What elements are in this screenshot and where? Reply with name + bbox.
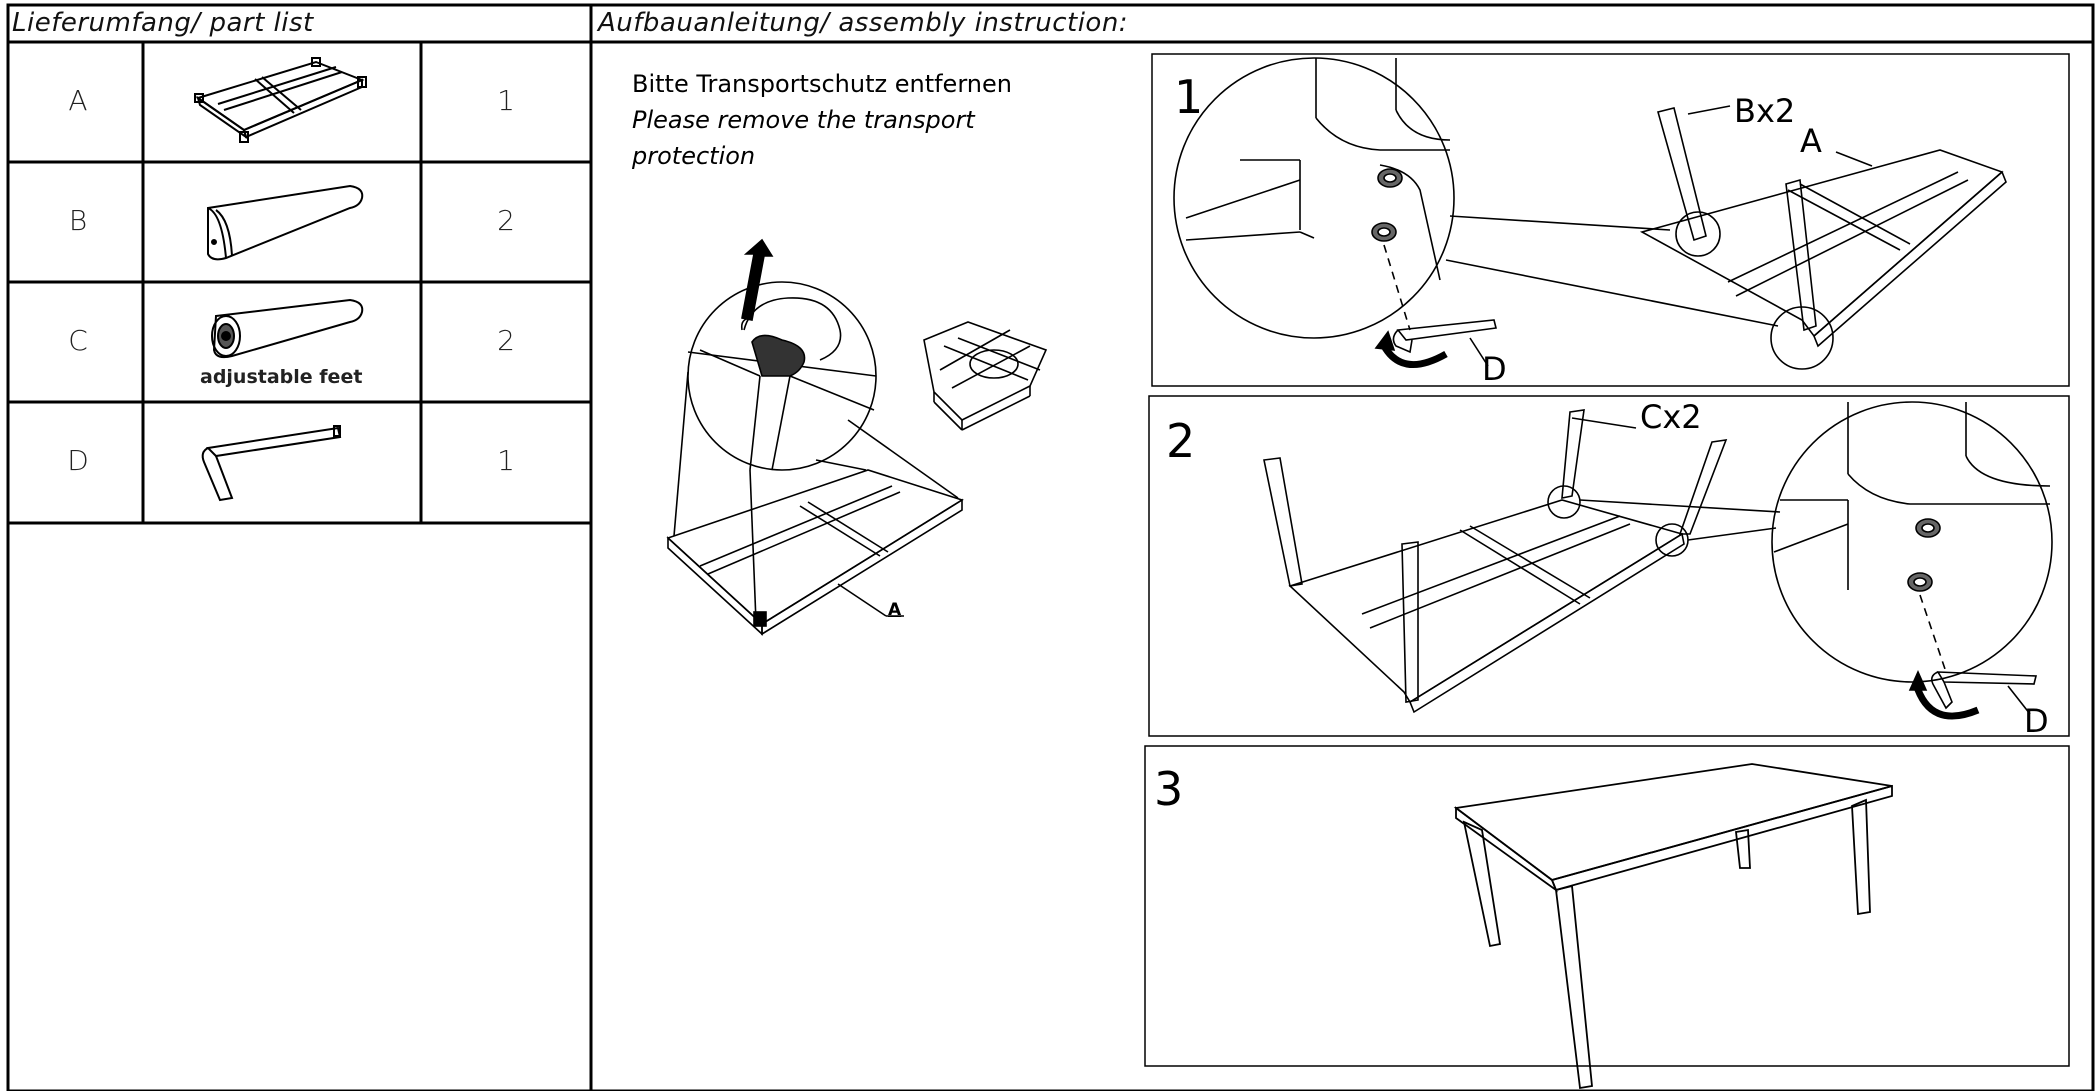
part-c-qty: 2 — [497, 324, 515, 357]
part-c-letter: C — [68, 324, 88, 357]
step-3-number: 3 — [1154, 762, 1184, 816]
step-1-number: 1 — [1174, 70, 1204, 124]
allen-key-icon — [201, 425, 342, 502]
step-1-drawing — [1173, 57, 2007, 370]
frame-icon — [194, 57, 367, 143]
step-1-callout-a: A — [1800, 122, 1822, 160]
outer-border — [6, 3, 2095, 1091]
adjustable-leg-icon — [211, 298, 364, 359]
step-1-callout-d: D — [1482, 350, 1507, 388]
part-b-qty: 2 — [497, 204, 515, 237]
frame-callout: A — [888, 600, 902, 620]
part-a-qty: 1 — [497, 84, 515, 117]
part-b-letter: B — [68, 204, 88, 237]
part-d-qty: 1 — [497, 444, 515, 477]
adjustable-feet-caption: adjustable feet — [200, 366, 363, 388]
step-1-callout-b: Bx2 — [1734, 92, 1796, 130]
note-english: Please remove the transport protection — [632, 106, 975, 170]
step-2-number: 2 — [1166, 414, 1196, 468]
assembly-header: Aufbauanleitung/ assembly instruction: — [598, 8, 1129, 38]
step-3-panel — [1144, 745, 2070, 1067]
step-3-drawing — [1453, 763, 1893, 1090]
transport-protection-note: Bitte Transportschutz entfernen Please r… — [632, 66, 1052, 174]
part-d-letter: D — [67, 444, 89, 477]
step-2-callout-d: D — [2024, 702, 2049, 740]
step-1-panel — [1151, 53, 2070, 387]
note-german: Bitte Transportschutz entfernen — [632, 70, 1012, 98]
step-2-drawing — [1263, 401, 2053, 720]
step-2-panel — [1148, 395, 2070, 737]
step-2-callout-c: Cx2 — [1640, 398, 1702, 436]
part-a-letter: A — [68, 84, 88, 117]
leg-icon — [207, 184, 364, 261]
transport-protection-illustration — [666, 238, 1048, 636]
part-list-header: Lieferumfang/ part list — [12, 8, 314, 38]
